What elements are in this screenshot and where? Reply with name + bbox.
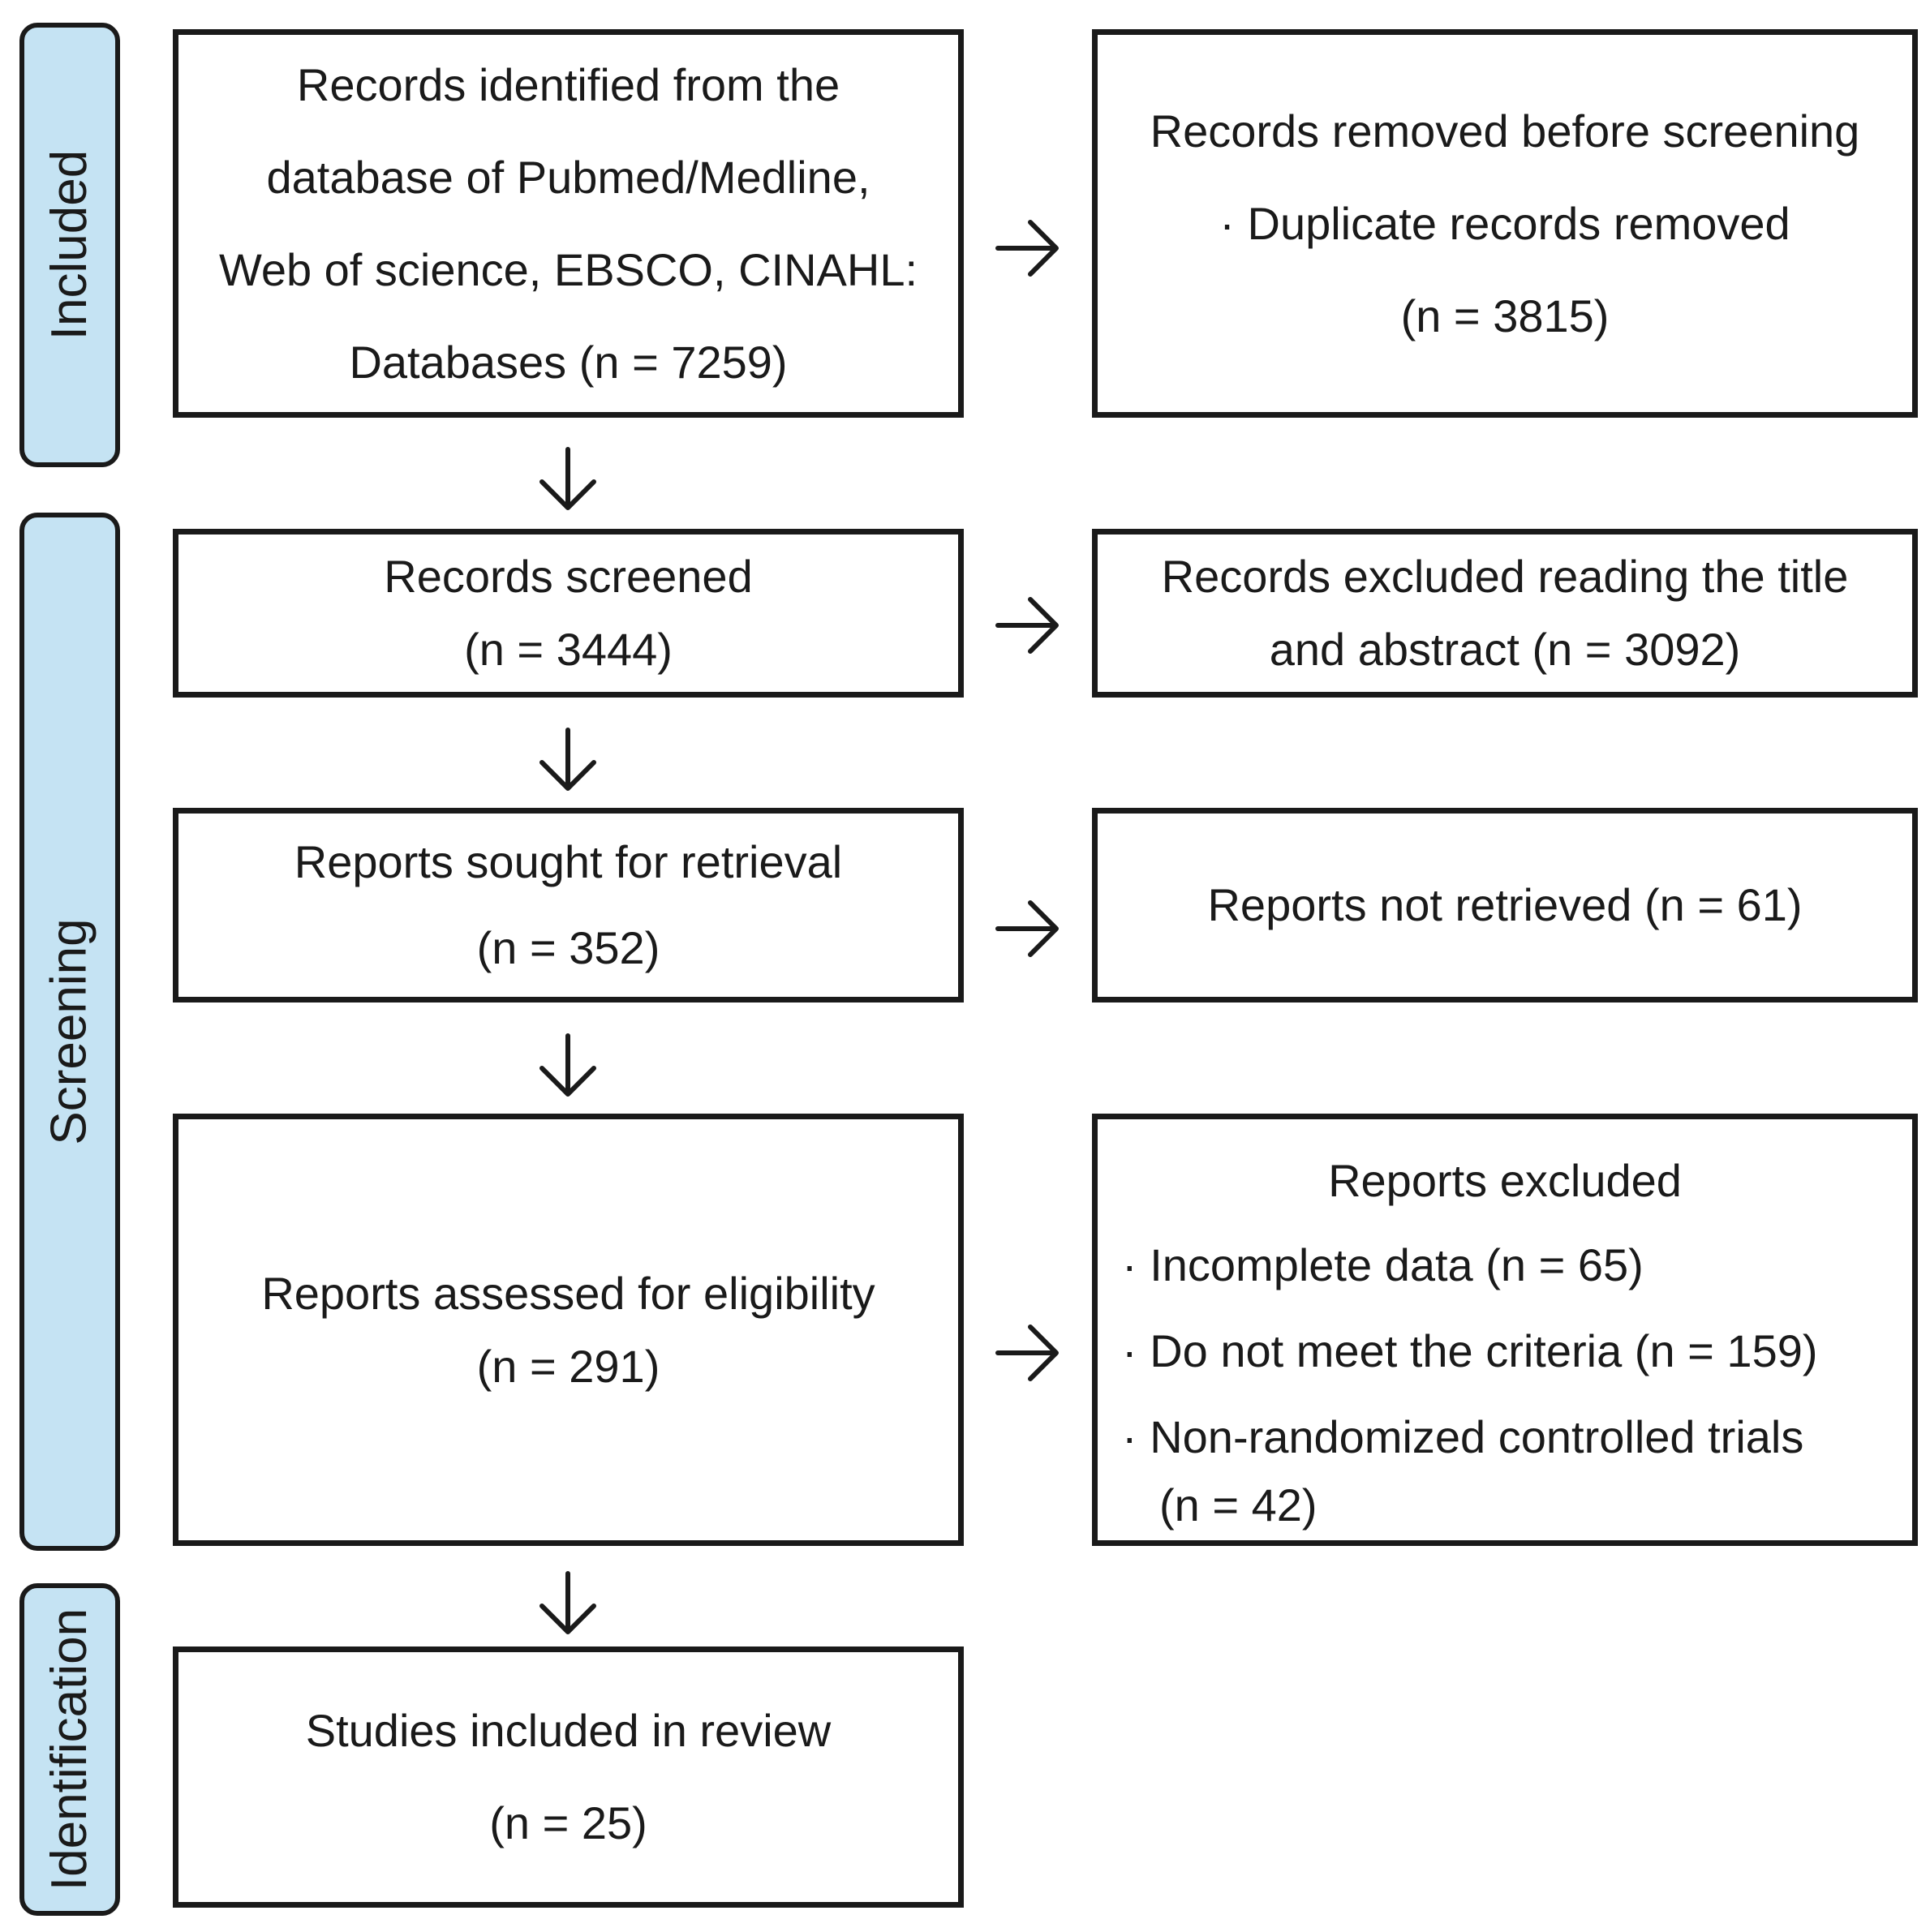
arrow-down-4 — [535, 1571, 600, 1637]
box-reports-excluded-item-2: · Do not meet the criteria (n = 159) — [1122, 1325, 1818, 1376]
box-reports-sought-line-1: Reports sought for retrieval — [294, 836, 843, 887]
box-records-removed-line-1: Records removed before screening — [1150, 105, 1860, 157]
box-records-screened: Records screened (n = 3444) — [173, 529, 964, 698]
box-records-identified: Records identified from the database of … — [173, 29, 964, 418]
phase-screening-label: Screening — [41, 918, 97, 1145]
box-reports-excluded-item-3: · Non-randomized controlled trials — [1122, 1411, 1804, 1462]
box-reports-excluded-item-1: · Incomplete data (n = 65) — [1122, 1239, 1644, 1290]
phase-identification-label: Identification — [41, 1608, 97, 1891]
arrow-right-1 — [995, 216, 1061, 281]
arrow-down-1 — [535, 447, 600, 513]
arrow-down-3 — [535, 1033, 600, 1099]
phase-identification: Identification — [19, 1583, 120, 1916]
box-reports-excluded-item-4: (n = 42) — [1159, 1479, 1317, 1531]
phase-included-label: Included — [41, 149, 98, 341]
box-studies-included-line-1: Studies included in review — [305, 1705, 832, 1756]
box-reports-assessed: Reports assessed for eligibility (n = 29… — [173, 1114, 964, 1546]
arrow-right-2 — [995, 593, 1061, 658]
box-records-excluded-line-1: Records excluded reading the title — [1161, 551, 1849, 602]
box-reports-excluded-title: Reports excluded — [1328, 1155, 1682, 1206]
box-reports-sought-line-2: (n = 352) — [476, 922, 660, 973]
box-records-identified-line-2: database of Pubmed/Medline, — [266, 151, 870, 203]
box-records-identified-line-4: Databases (n = 7259) — [349, 336, 788, 388]
arrow-right-3 — [995, 896, 1061, 961]
box-reports-not-retrieved: Reports not retrieved (n = 61) — [1092, 808, 1918, 1002]
arrow-down-2 — [535, 728, 600, 793]
box-reports-assessed-line-1: Reports assessed for eligibility — [261, 1267, 875, 1319]
box-records-removed-line-2: · Duplicate records removed — [1219, 197, 1790, 249]
box-studies-included-line-2: (n = 25) — [489, 1797, 647, 1848]
box-reports-sought: Reports sought for retrieval (n = 352) — [173, 808, 964, 1002]
arrow-right-4 — [995, 1320, 1061, 1385]
box-records-screened-line-1: Records screened — [384, 551, 753, 602]
box-reports-not-retrieved-line-1: Reports not retrieved (n = 61) — [1207, 879, 1803, 930]
box-records-excluded-line-2: and abstract (n = 3092) — [1269, 624, 1741, 675]
box-records-removed: Records removed before screening · Dupli… — [1092, 29, 1918, 418]
box-records-screened-line-2: (n = 3444) — [464, 624, 673, 675]
phase-screening: Screening — [19, 513, 120, 1551]
box-records-identified-line-1: Records identified from the — [296, 58, 840, 110]
box-reports-excluded: Reports excluded · Incomplete data (n = … — [1092, 1114, 1918, 1546]
phase-included: Included — [19, 23, 120, 467]
box-records-excluded: Records excluded reading the title and a… — [1092, 529, 1918, 698]
box-reports-assessed-line-2: (n = 291) — [476, 1340, 660, 1392]
box-records-identified-line-3: Web of science, EBSCO, CINAHL: — [218, 243, 918, 295]
box-records-removed-line-3: (n = 3815) — [1400, 290, 1610, 341]
box-studies-included: Studies included in review (n = 25) — [173, 1646, 964, 1908]
